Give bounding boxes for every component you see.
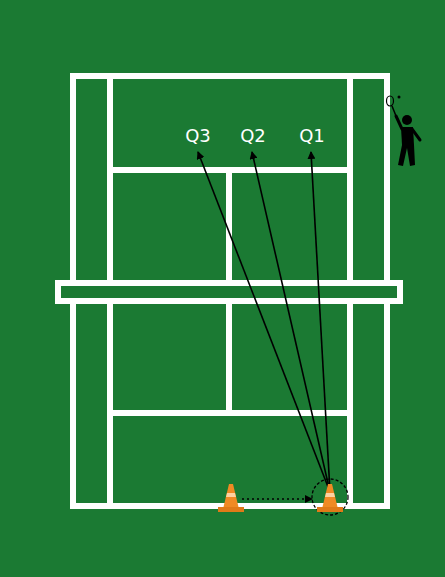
zone-label: Q3: [185, 126, 211, 146]
cone: [218, 484, 244, 512]
move-arrow: [242, 498, 312, 500]
court-lines: [58, 76, 400, 506]
zone-label: Q1: [299, 126, 325, 146]
player-silhouette: [387, 96, 421, 167]
shot-arrows: [198, 152, 330, 492]
zone-label: Q2: [240, 126, 266, 146]
target-circle: [312, 479, 348, 515]
cone: [317, 484, 343, 512]
